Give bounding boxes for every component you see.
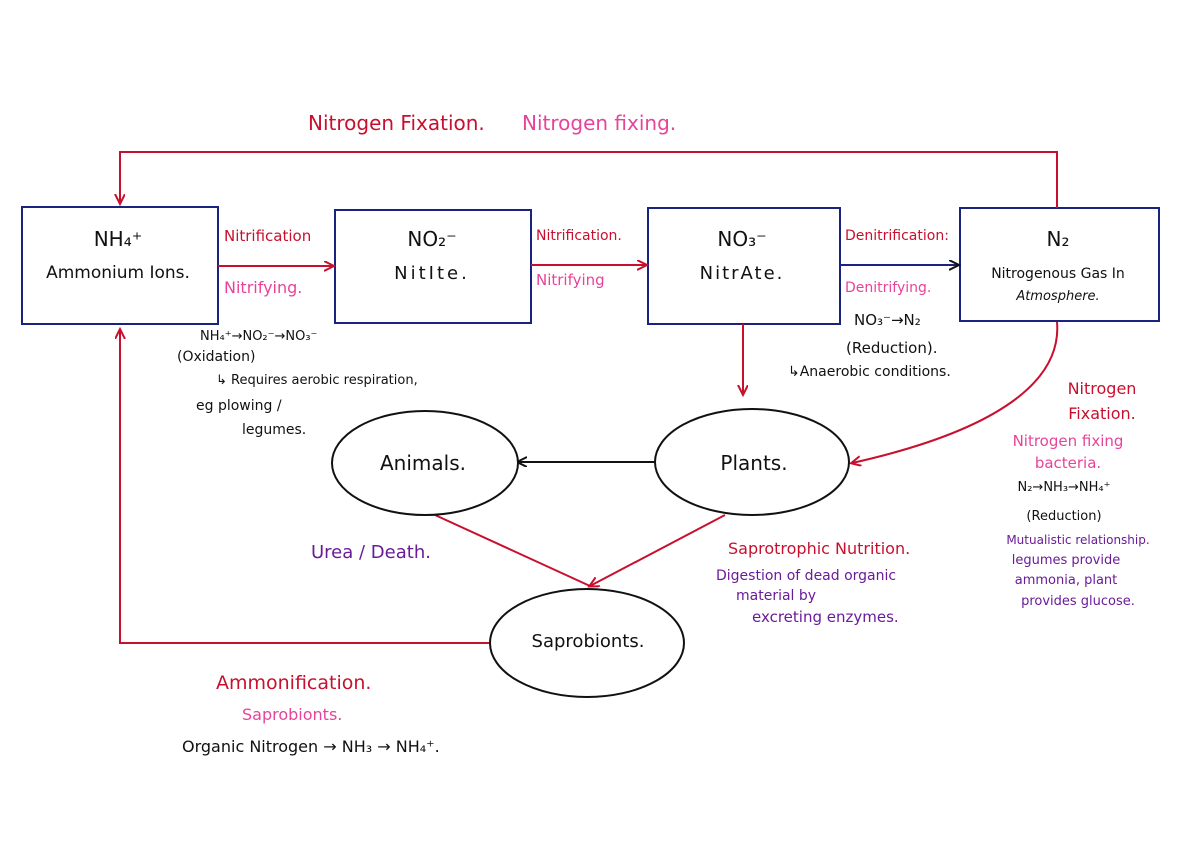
saprotrophic-line2: material by [736,588,817,604]
ammonium-formula: NH₄⁺ [93,227,143,251]
saprotrophic-line3: excreting enzymes. [752,608,899,626]
nitrogen-name-line1: Nitrogenous Gas In [991,266,1125,282]
arrow-plants-to-saprobionts [590,514,726,586]
saprobionts-label: Saprobionts. [531,631,645,652]
fixation-side-line6: (Reduction) [1026,509,1102,524]
plants-ellipse [654,408,850,516]
arrow-saprobionts-to-ammonium [120,330,490,644]
nitrite-name: NitIte. [394,263,470,284]
nitrifying-label-2: Nitrifying [536,271,605,289]
fixation-side-line9: ammonia, plant [1014,573,1118,588]
denitrification-label: Denitrification: [845,228,949,244]
anaerobic-conditions: ↳Anaerobic conditions. [788,364,951,380]
saprobionts-ellipse [489,588,685,698]
denitrifying-label: Denitrifying. [845,280,932,296]
reduction-equation: NO₃⁻→N₂ [854,311,921,329]
arrow-nitrogen-to-plants [852,321,1059,463]
fixation-side-line3: Nitrogen fixing [1012,432,1124,450]
nitrifying-label-1: Nitrifying. [224,278,303,297]
nitrogen-fixation-top-arrow [120,151,1058,208]
nitrification-label-2: Nitrification. [536,228,622,244]
ammonium-name: Ammonium Ions. [46,263,190,283]
ammonification-saprobionts-label: Saprobionts. [242,705,343,724]
animals-ellipse [331,410,519,516]
top-fixing-label: Nitrogen fixing. [522,111,677,135]
fixation-side-line4: bacteria. [1034,454,1102,472]
arrow-animals-to-saprobionts [434,514,591,587]
fixation-side-line1: Nitrogen [1067,379,1137,398]
fixation-side-line7: Mutualistic relationship. [1006,533,1150,547]
ammonification-label: Ammonification. [216,672,372,694]
fixation-side-line10: provides glucose. [1021,594,1135,609]
nitrification-label-1: Nitrification [224,227,312,245]
nitrite-formula: NO₂⁻ [407,227,457,251]
saprotrophic-title: Saprotrophic Nutrition. [728,539,911,558]
reduction-label: (Reduction). [846,339,938,357]
top-fixation-label: Nitrogen Fixation. [308,111,485,135]
saprotrophic-line1: Digestion of dead organic [716,568,897,584]
aerobic-requirement: ↳ Requires aerobic respiration, [216,373,418,388]
animals-label: Animals. [380,451,466,475]
oxidation-label: (Oxidation) [177,349,256,365]
legumes-example: legumes. [242,422,307,438]
plowing-example: eg plowing / [196,398,282,414]
ammonification-formula: Organic Nitrogen → NH₃ → NH₄⁺. [182,737,440,756]
fixation-side-line2: Fixation. [1068,404,1136,423]
nitrate-formula: NO₃⁻ [717,227,767,251]
nitrogen-name-line2: Atmosphere. [1016,289,1100,304]
urea-death-label: Urea / Death. [311,542,431,563]
nitrogen-formula: N₂ [1046,227,1070,251]
fixation-side-line8: legumes provide [1011,553,1121,568]
nitrate-name: NitrAte. [699,263,785,284]
oxidation-equation: NH₄⁺→NO₂⁻→NO₃⁻ [200,329,318,344]
plants-label: Plants. [720,451,788,475]
fixation-side-line5: N₂→NH₃→NH₄⁺ [1017,480,1111,495]
